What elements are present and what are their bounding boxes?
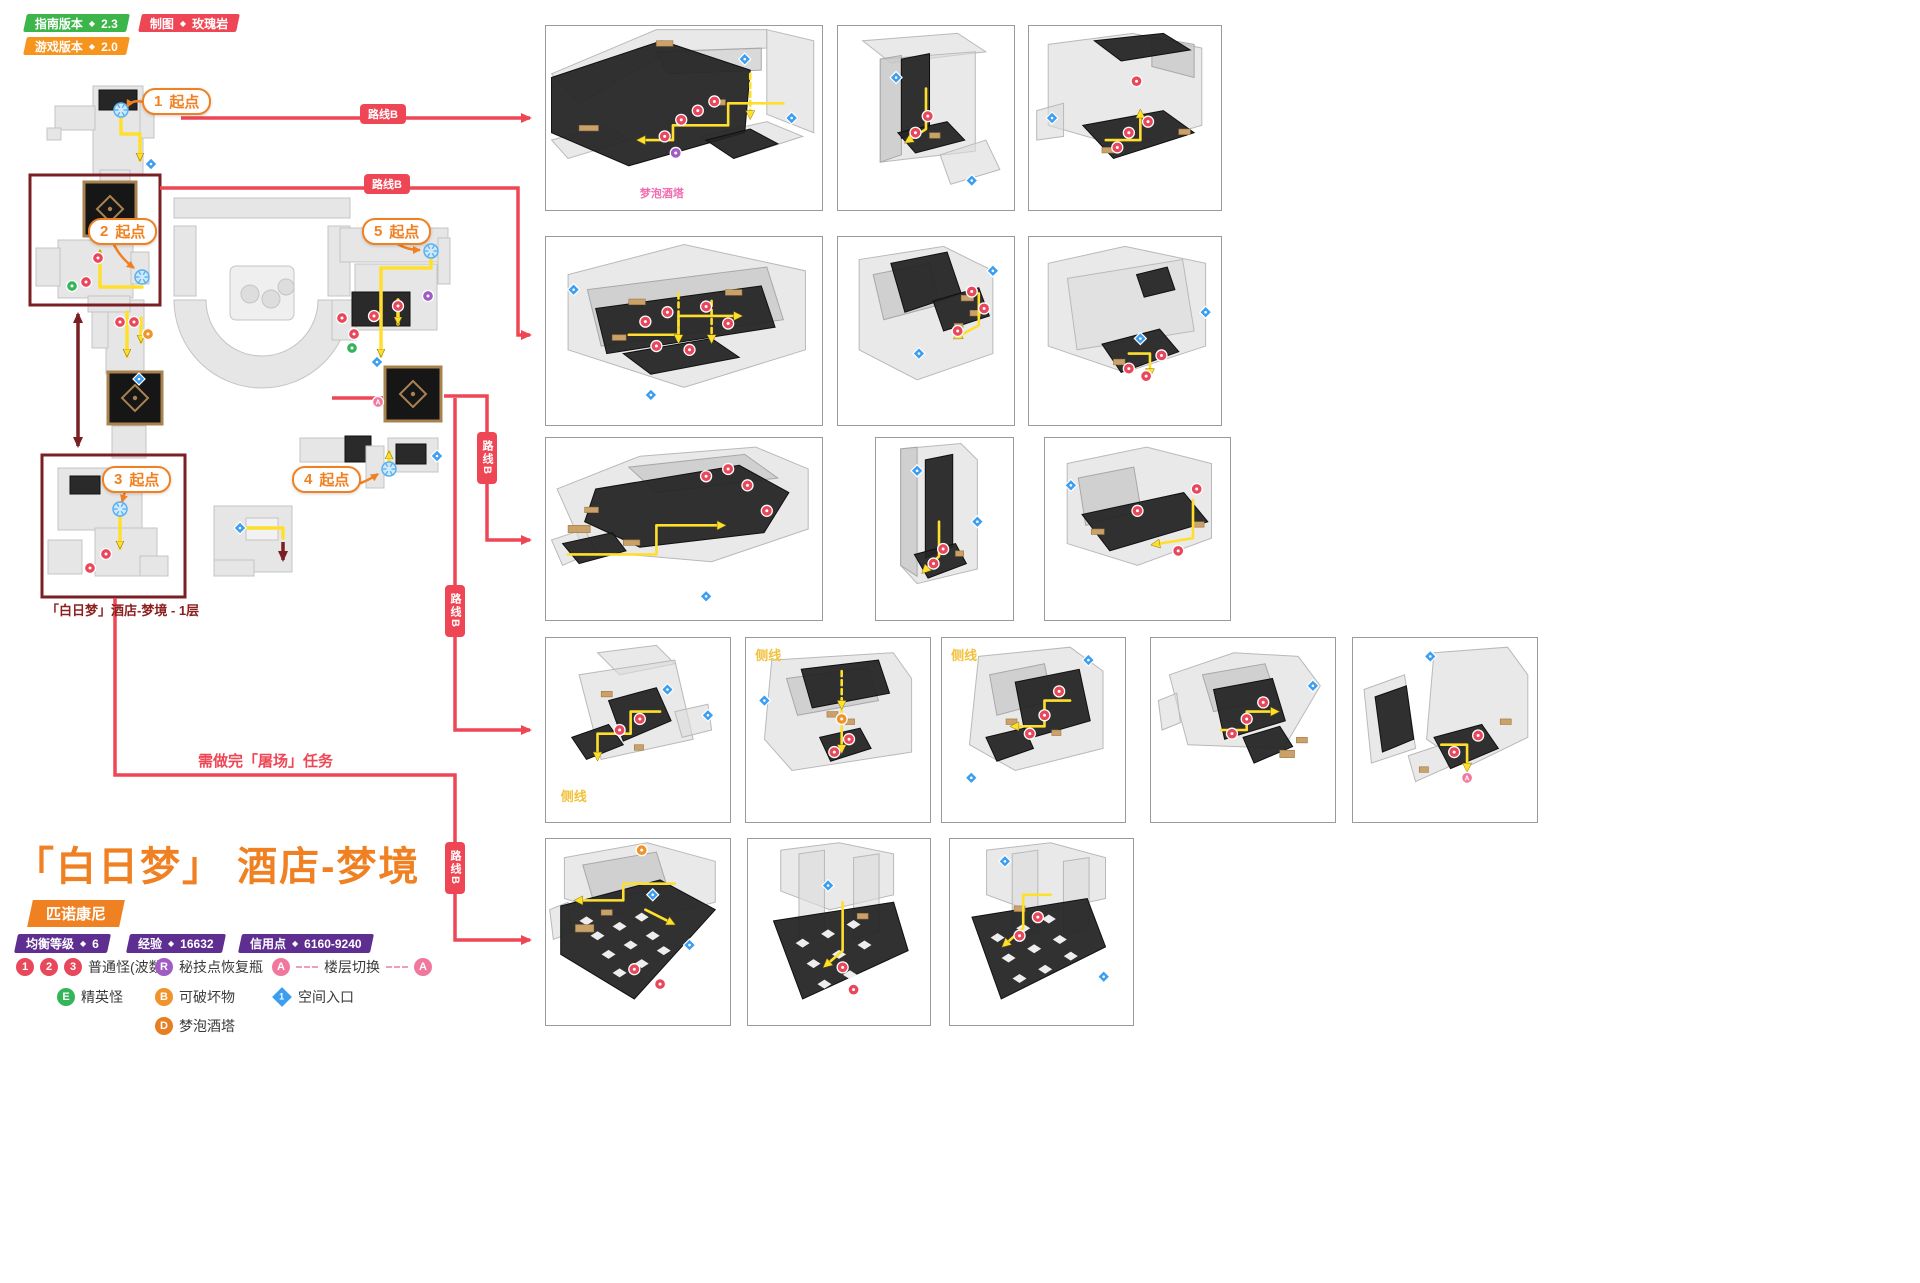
legend-breakable: B 可破坏物 bbox=[155, 987, 235, 1007]
wave-1-icon: 1 bbox=[16, 958, 34, 976]
detail-map-panel-17 bbox=[949, 838, 1134, 1026]
overview-markers: A bbox=[65, 102, 444, 575]
floor-switch-line bbox=[386, 966, 408, 968]
zone-frame-start2 bbox=[28, 173, 162, 307]
overview-map: A bbox=[28, 85, 532, 945]
detail-map-5 bbox=[858, 245, 1000, 381]
page-title: 「白日梦」 酒店-梦境 bbox=[14, 845, 421, 889]
zone-frames bbox=[28, 173, 187, 599]
detail-map-panel-5 bbox=[837, 236, 1015, 426]
elite-icon: E bbox=[57, 988, 75, 1006]
zone-frame-start3 bbox=[40, 453, 187, 599]
detail-map-2 bbox=[861, 32, 1001, 188]
detail-map-panel-14: A bbox=[1352, 637, 1538, 823]
svg-text:A: A bbox=[375, 400, 380, 407]
legend-normal-enemy: 1 2 3 普通怪(波数) bbox=[16, 957, 167, 977]
legend-dream-tower: D 梦泡酒塔 bbox=[155, 1016, 235, 1036]
detail-map-10 bbox=[570, 644, 715, 762]
detail-map-panel-6 bbox=[1028, 236, 1222, 426]
route-b-pill-2: 路线B bbox=[364, 174, 410, 194]
detail-map-13 bbox=[1157, 652, 1321, 764]
detail-map-panel-2 bbox=[837, 25, 1015, 211]
detail-map-1 bbox=[550, 29, 815, 167]
route-b-pill-3: 路线B bbox=[477, 432, 497, 484]
legend-floor-switch: A 楼层切换 A bbox=[272, 957, 432, 977]
detail-map-panel-15 bbox=[545, 838, 731, 1026]
route-connectors bbox=[113, 113, 532, 945]
wave-3-icon: 3 bbox=[64, 958, 82, 976]
svg-text:A: A bbox=[1465, 775, 1470, 782]
legend-elite-enemy: E 精英怪 bbox=[57, 987, 123, 1007]
detail-map-6 bbox=[1047, 245, 1213, 383]
technique-icon: R bbox=[155, 958, 173, 976]
prerequisite-note: 需做完「屠场」任务 bbox=[198, 753, 334, 770]
detail-map-panel-7 bbox=[545, 437, 823, 621]
legend-entrance: 1 空间入口 bbox=[272, 987, 354, 1007]
detail-map-3 bbox=[1036, 32, 1203, 160]
route-line-2 bbox=[160, 186, 532, 340]
detail-map-12 bbox=[964, 646, 1104, 785]
floor-switch-a-icon: A bbox=[272, 958, 290, 976]
legend-technique-bottle: R 秘技点恢复瓶 bbox=[155, 957, 263, 977]
detail-map-panel-11: 侧线 bbox=[745, 637, 931, 823]
route-line-5 bbox=[113, 598, 532, 945]
detail-map-panel-1: 梦泡酒塔 bbox=[545, 25, 823, 211]
detail-map-8 bbox=[900, 442, 985, 585]
floor-switch-line bbox=[296, 966, 318, 968]
route-b-pill-1: 路线B bbox=[360, 104, 406, 124]
detail-map-panel-16 bbox=[747, 838, 931, 1026]
zone-caption: 「白日梦」酒店-梦境 - 1层 bbox=[46, 603, 200, 618]
zone-connectors bbox=[73, 312, 288, 562]
detail-map-panel-9 bbox=[1044, 437, 1231, 621]
detail-map-panel-13 bbox=[1150, 637, 1336, 823]
detail-map-4 bbox=[566, 244, 806, 402]
route-b-pill-4: 路线B bbox=[445, 585, 465, 637]
detail-map-panel-4 bbox=[545, 236, 823, 426]
detail-map-panel-12: 侧线 bbox=[941, 637, 1126, 823]
detail-map-panel-3 bbox=[1028, 25, 1222, 211]
detail-map-7 bbox=[550, 446, 809, 604]
detail-map-11 bbox=[757, 652, 913, 772]
breakable-icon: B bbox=[155, 988, 173, 1006]
detail-map-panel-10: 侧线 bbox=[545, 637, 731, 823]
detail-map-9 bbox=[1064, 446, 1212, 566]
detail-map-17 bbox=[971, 842, 1111, 1000]
wave-2-icon: 2 bbox=[40, 958, 58, 976]
detail-map-panel-8 bbox=[875, 437, 1014, 621]
detail-map-14: A bbox=[1363, 646, 1529, 784]
floorplan-shapes bbox=[35, 85, 451, 577]
dream-tower-icon: D bbox=[155, 1017, 173, 1035]
route-b-pill-5: 路线B bbox=[445, 842, 465, 894]
detail-map-15 bbox=[549, 842, 717, 1000]
route-line-4 bbox=[453, 398, 532, 735]
floor-switch-a-icon: A bbox=[414, 958, 432, 976]
detail-map-16 bbox=[772, 842, 909, 1000]
